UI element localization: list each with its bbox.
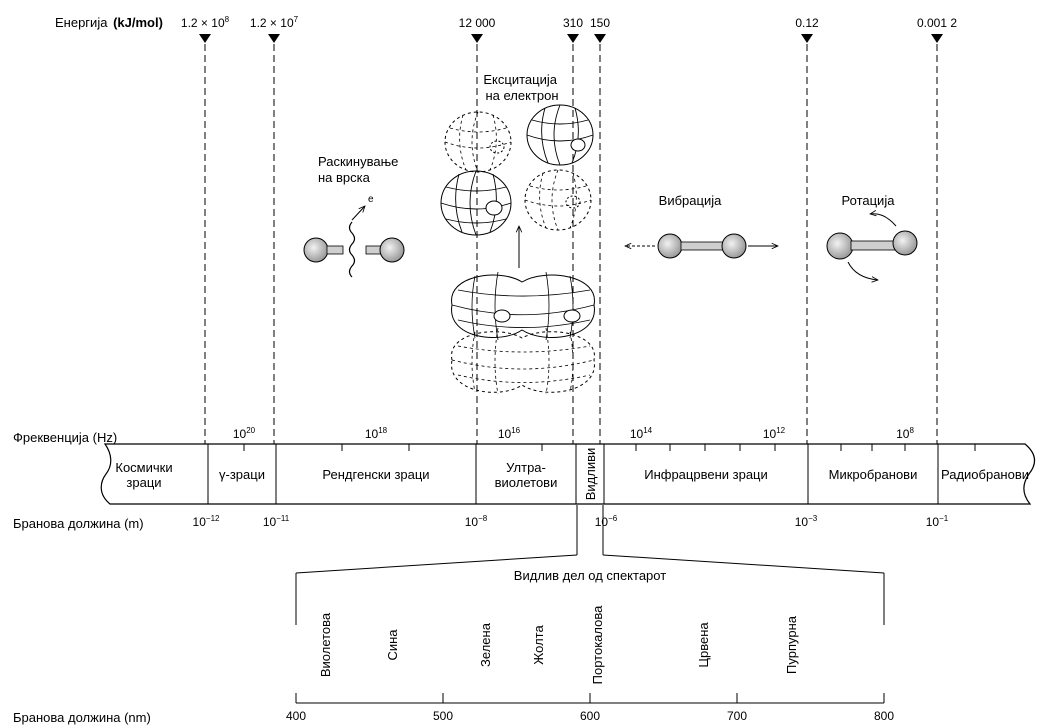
frequency-tick-label: 1018 <box>365 426 388 441</box>
energy-drop-lines <box>204 44 938 505</box>
excitation-label: Ексцитација на електрон <box>483 72 560 103</box>
excited-orbitals <box>440 104 595 395</box>
wavelength-tick-label: 10−3 <box>795 514 818 529</box>
wavelength-tick-label: 10−11 <box>263 514 290 529</box>
bond-breaking-molecule: e <box>303 194 405 278</box>
wavelength-tick-labels: 10−12 10−11 10−8 10−6 10−3 10−1 <box>193 514 949 529</box>
visible-color-label: Зелена <box>478 622 493 667</box>
energy-marker-triangle <box>594 34 606 43</box>
visible-color-label: Сина <box>385 629 400 661</box>
energy-axis-label: Енергија (kJ/mol) <box>55 15 163 30</box>
energy-marker-label: 310 <box>563 16 583 30</box>
wavelength-tick-label: 10−12 <box>193 514 220 529</box>
energy-marker-triangle <box>567 34 579 43</box>
energy-marker-label: 0.12 <box>795 16 819 30</box>
wavelength-axis-label: Бранова должина (m) <box>13 516 144 531</box>
energy-marker-label: 1.2 × 107 <box>250 15 299 30</box>
frequency-tick-label: 1014 <box>630 426 653 441</box>
visible-color-label: Црвена <box>696 622 711 668</box>
orbital-lower-solid <box>451 271 595 341</box>
nm-tick-label: 600 <box>580 709 600 723</box>
frequency-tick-label: 1012 <box>763 426 786 441</box>
nm-axis: 400 500 600 700 800 <box>286 693 894 723</box>
energy-markers: 1.2 × 108 1.2 × 107 12 000 310 150 0.12 0.001 … <box>181 15 957 43</box>
band-label: Ултра-виолетови <box>495 460 558 490</box>
rotation-molecule <box>826 214 918 280</box>
rotation-label: Ротација <box>842 193 896 208</box>
frequency-tick-labels: 1020 1018 1016 1014 1012 108 <box>233 426 915 441</box>
energy-marker-label: 0.001 2 <box>917 16 957 30</box>
band-label: Инфрацрвени зраци <box>644 467 768 482</box>
visible-color-label: Портокалова <box>590 605 605 684</box>
visible-color-label: Пурпурна <box>784 615 799 674</box>
orbital-lower-dashed <box>451 327 595 395</box>
energy-marker-label: 150 <box>590 16 610 30</box>
energy-marker-triangle <box>801 34 813 43</box>
vibration-molecule <box>625 233 778 259</box>
visible-color-labels: Виолетова Сина Зелена Жолта Портокалова Црвен… <box>318 605 799 684</box>
frequency-axis-label: Фреквенција (Hz) <box>13 430 117 445</box>
nm-tick-label: 800 <box>874 709 894 723</box>
energy-marker-triangle <box>268 34 280 43</box>
frequency-tick-label: 1016 <box>498 426 521 441</box>
energy-marker-triangle <box>199 34 211 43</box>
energy-marker-triangle <box>471 34 483 43</box>
visible-spectrum-title: Видлив дел од спектарот <box>514 568 666 583</box>
orbital-mid-right <box>524 169 592 231</box>
orbital-top-right <box>526 104 594 166</box>
bond-breaking-label: Раскинување на врска <box>318 154 402 185</box>
visible-zoom-connector <box>295 505 885 625</box>
visible-color-label: Виолетова <box>318 612 333 677</box>
band-label: γ-зраци <box>219 467 265 482</box>
nm-axis-label: Бранова должина (nm) <box>13 710 151 725</box>
energy-marker-label: 12 000 <box>459 16 496 30</box>
electron-symbol: e <box>368 194 374 205</box>
wavelength-tick-label: 10−6 <box>595 514 618 529</box>
wavelength-tick-label: 10−8 <box>465 514 488 529</box>
band-label: Рендгенски зраци <box>322 467 429 482</box>
nm-tick-label: 500 <box>433 709 453 723</box>
wavelength-tick-label: 10−1 <box>926 514 949 529</box>
energy-marker-triangle <box>931 34 943 43</box>
nm-tick-label: 700 <box>727 709 747 723</box>
frequency-tick-label: 1020 <box>233 426 256 441</box>
band-label: Радиобранови <box>941 467 1029 482</box>
visible-color-label: Жолта <box>531 625 546 665</box>
orbital-mid-left <box>440 170 512 236</box>
orbital-top-left <box>444 111 512 173</box>
nm-tick-label: 400 <box>286 709 306 723</box>
vibration-label: Вибрација <box>659 193 722 208</box>
band-label: Видливи <box>583 448 598 501</box>
frequency-tick-label: 108 <box>896 426 914 441</box>
band-label: Микробранови <box>829 467 918 482</box>
energy-marker-label: 1.2 × 108 <box>181 15 230 30</box>
